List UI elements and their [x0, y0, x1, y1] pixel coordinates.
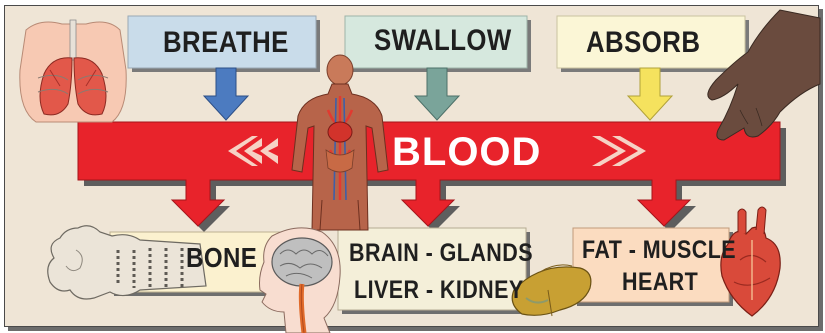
human-body-illustration — [292, 55, 388, 230]
organs-label-line1: BRAIN - GLANDS — [349, 239, 533, 267]
swallow-label: SWALLOW — [374, 24, 512, 58]
bone-label: BONE — [186, 242, 257, 274]
organs-label-line2: LIVER - KIDNEY — [354, 276, 524, 304]
lungs-illustration — [20, 20, 126, 122]
brain-illustration — [260, 228, 341, 333]
absorb-arrow — [628, 68, 672, 120]
swallow-arrow — [415, 68, 459, 120]
fat-muscle-label-line2: HEART — [622, 268, 698, 296]
absorb-label: ABSORB — [586, 26, 700, 60]
fat-muscle-label-line1: FAT - MUSCLE — [582, 236, 736, 264]
blood-label: BLOOD — [392, 130, 541, 174]
breathe-arrow — [204, 68, 248, 120]
breathe-label: BREATHE — [163, 26, 289, 60]
